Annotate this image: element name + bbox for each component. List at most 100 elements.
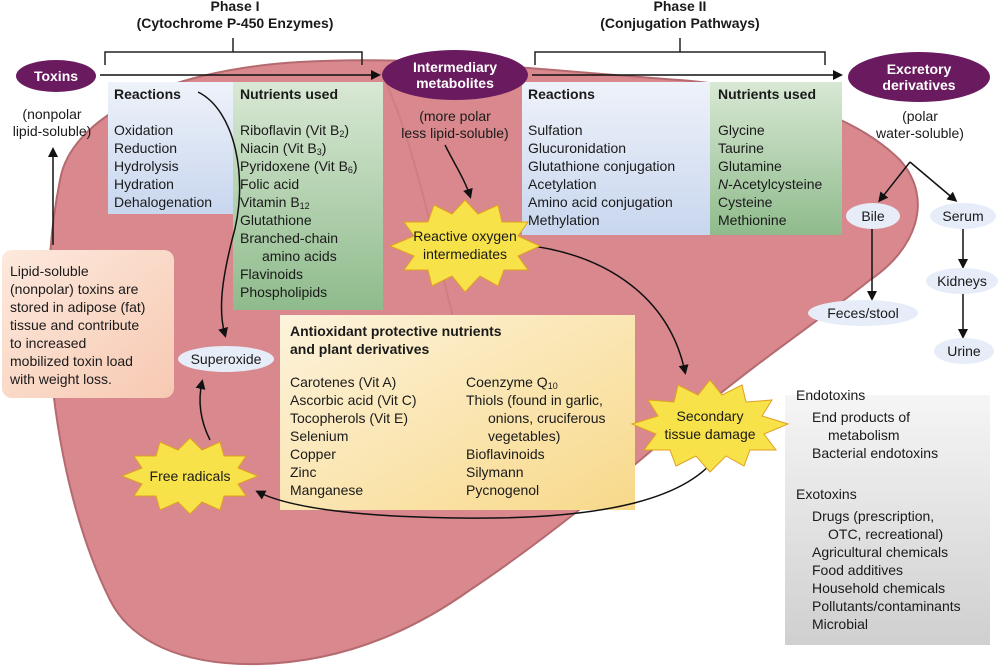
serum-node: Serum (930, 203, 996, 229)
intermediary-node: Intermediary metabolites (382, 50, 528, 100)
list-item: Dehalogenation (114, 194, 213, 210)
list-item: Glycine (718, 122, 765, 138)
phase1-title: Phase I (210, 0, 260, 14)
list-item: Glutamine (718, 158, 782, 174)
list-item: Bacterial endotoxins (812, 445, 939, 461)
list-item: Hydration (114, 176, 174, 192)
list-item: Phospholipids (240, 284, 328, 300)
list-item: Vitamin B12 (240, 194, 310, 211)
antioxidant-col1: Carotenes (Vit A) Ascorbic acid (Vit C) … (290, 373, 417, 499)
intermediary-note-line1: (more polar (419, 108, 491, 124)
p2-nutrients-list: Glycine Taurine Glutamine N-Acetylcystei… (718, 121, 822, 229)
feces-node: Feces/stool (808, 300, 918, 326)
p2-reactions-title: Reactions (528, 86, 595, 102)
list-item: Sulfation (528, 122, 583, 138)
p1-reactions-list: Oxidation Reduction Hydrolysis Hydration… (114, 121, 212, 211)
list-item: Pyridoxene (Vit B6) (240, 158, 358, 175)
list-item: Pycnogenol (466, 482, 540, 498)
list-item: Drugs (prescription, (812, 508, 935, 524)
list-item: Food additives (812, 562, 904, 578)
antioxidant-title: Antioxidant protective nutrients and pla… (290, 323, 502, 357)
list-item: Methylation (528, 212, 600, 228)
p1-reactions-title: Reactions (114, 86, 181, 102)
list-item: Amino acid conjugation (528, 194, 673, 210)
intermediary-label1: Intermediary (412, 59, 498, 75)
list-item: Glucuronidation (528, 140, 627, 156)
list-item: Oxidation (114, 122, 174, 138)
p2-nutrients-panel (710, 82, 842, 235)
list-item: Manganese (290, 482, 364, 498)
excretory-label1: Excretory (886, 61, 952, 77)
exotoxins-title: Exotoxins (796, 486, 857, 502)
list-item: Acetylation (528, 176, 597, 192)
list-item: Silymann (466, 464, 524, 480)
toxin-list-panel (785, 395, 990, 645)
excretory-note: (polar water-soluble) (850, 108, 990, 142)
list-item: Bioflavinoids (466, 446, 545, 462)
list-item: OTC, recreational) (828, 526, 944, 542)
list-item: Methionine (718, 212, 787, 228)
list-item: Pollutants/contaminants (812, 598, 961, 614)
p2-reactions-panel (522, 82, 710, 235)
excretory-note-line1: (polar (902, 108, 938, 124)
toxins-label: Toxins (33, 68, 79, 84)
list-item: Agricultural chemicals (812, 544, 949, 560)
list-item: Household chemicals (812, 580, 946, 596)
list-item: amino acids (262, 248, 337, 264)
list-item: Glutathione (240, 212, 312, 228)
list-item: Glutathione conjugation (528, 158, 676, 174)
p2-reactions-list: Sulfation Glucuronidation Glutathione co… (528, 121, 675, 229)
list-item: Tocopherols (Vit E) (290, 410, 409, 426)
toxins-node: Toxins (16, 60, 96, 92)
p1-nutrients-list: Riboflavin (Vit B2) Niacin (Vit B3) Pyri… (240, 121, 358, 301)
list-item: End products of (812, 409, 911, 425)
excretory-node: Excretory derivatives (848, 52, 990, 102)
p2-nutrients-title: Nutrients used (718, 86, 817, 102)
phase1-subtitle: (Cytochrome P-450 Enzymes) (136, 15, 334, 31)
list-item: Branched-chain (240, 230, 339, 246)
list-item: metabolism (828, 427, 900, 443)
free-radicals-burst (120, 437, 260, 515)
reactive-oxygen-burst (388, 199, 542, 293)
endotoxins-title: Endotoxins (796, 387, 866, 403)
intermediary-note: (more polar less lipid-soluble) (380, 108, 530, 142)
list-item: Folic acid (240, 176, 300, 192)
phase2-header: Phase II (Conjugation Pathways) (560, 0, 800, 32)
superoxide-label: Superoxide (190, 351, 262, 367)
toxins-note-line1: (nonpolar (22, 106, 82, 122)
exotoxins-section: Exotoxins Drugs (prescription, OTC, recr… (796, 485, 961, 633)
intermediary-label2: metabolites (416, 75, 494, 91)
lipid-note-panel (2, 250, 174, 398)
excretory-note-line2: water-soluble) (876, 125, 964, 141)
list-item: Coenzyme Q10 (466, 374, 558, 391)
superoxide-node: Superoxide (178, 346, 274, 372)
list-item: Reduction (114, 140, 178, 156)
secondary-damage-label: Secondary tissue damage (664, 408, 756, 442)
toxins-note: (nonpolar lipid-soluble) (4, 106, 100, 140)
list-item: Taurine (718, 140, 764, 156)
toxins-note-line2: lipid-soluble) (12, 123, 92, 139)
secondary-damage-burst (630, 379, 790, 473)
phase2-subtitle: (Conjugation Pathways) (600, 15, 760, 31)
p1-nutrients-title: Nutrients used (240, 86, 339, 102)
phase1-header: Phase I (Cytochrome P-450 Enzymes) (110, 0, 360, 32)
phase1-bracket (104, 38, 363, 65)
list-item: N-Acetylcysteine (718, 176, 823, 192)
excretory-label2: derivatives (882, 77, 956, 93)
phase2-title: Phase II (653, 0, 707, 14)
free-radicals-label: Free radicals (149, 468, 231, 484)
list-item: Flavinoids (240, 266, 304, 282)
list-item: Hydrolysis (114, 158, 179, 174)
phase2-bracket (534, 38, 826, 65)
intermediary-note-line2: less lipid-soluble) (401, 125, 509, 141)
list-item: Niacin (Vit B3) (240, 140, 327, 157)
p1-nutrients-panel (233, 82, 383, 310)
p1-reactions-panel (108, 82, 233, 214)
list-item: Copper (290, 446, 336, 462)
antioxidant-panel (280, 315, 635, 510)
list-item: Carotenes (Vit A) (290, 374, 397, 390)
bile-node: Bile (846, 203, 900, 229)
list-item: vegetables) (488, 428, 561, 444)
list-item: Selenium (290, 428, 349, 444)
